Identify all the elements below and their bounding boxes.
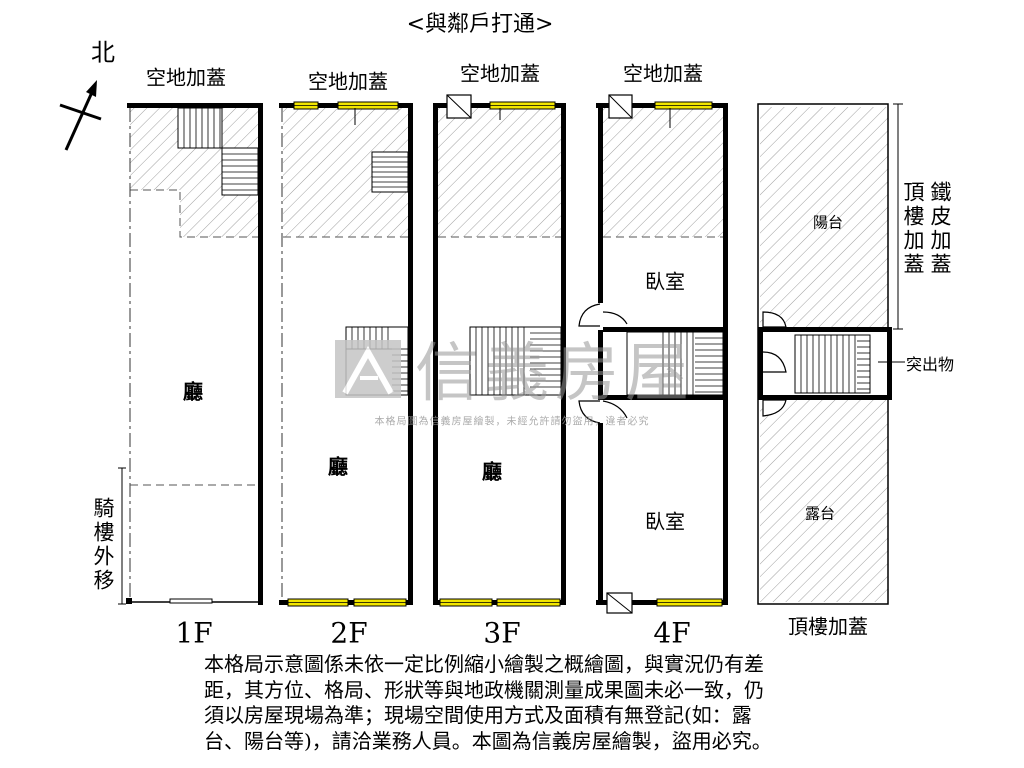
window-icon — [656, 598, 723, 607]
wall — [758, 395, 892, 400]
disclaimer-line: 台、陽台等)，請洽業務人員。本圖為信義房屋繪製，盜用必究。 — [204, 728, 772, 753]
window-icon — [654, 101, 713, 110]
disclaimer-text: 本格局示意圖係未依一定比例縮小繪製之概繪圖，與實況仍有差 距，其方位、格局、形狀… — [204, 652, 844, 754]
wall — [723, 103, 728, 605]
wall — [603, 395, 728, 400]
wall — [598, 103, 603, 303]
stairs-icon — [469, 326, 562, 396]
stairs-icon — [177, 107, 223, 149]
wall — [758, 332, 763, 395]
wall — [408, 103, 413, 605]
floor-2f-top-area-label: 空地加蓋 — [308, 69, 388, 94]
roof-balcony-label: 陽台 — [812, 213, 844, 232]
floor-4f-plan — [578, 94, 728, 614]
hatched-addition-area — [130, 107, 260, 237]
north-arrow-icon — [59, 80, 102, 151]
window-icon — [353, 598, 407, 607]
disclaimer-line: 須以房屋現場為準；現場空間使用方式及面積有無登記(如：露 — [204, 703, 752, 727]
window-icon — [293, 101, 319, 110]
wall — [433, 103, 438, 605]
floor-1f-room-label: 廳 — [183, 379, 203, 404]
vent-box-icon — [446, 94, 472, 119]
hatched-balcony-area — [760, 107, 888, 327]
disclaimer-line: 距，其方位、格局、形狀等與地政機關測量成果圖未必一致，仍 — [204, 677, 764, 702]
vent-box-icon — [606, 592, 633, 614]
floor-3f-room-label: 廳 — [482, 459, 502, 484]
roof-plan — [757, 103, 905, 605]
door-swing-icon — [762, 311, 787, 417]
window-icon — [287, 598, 349, 607]
wall — [758, 327, 892, 332]
floor-4f-bedroom-label: 臥室 — [645, 509, 685, 534]
entrance-door — [169, 598, 213, 604]
floor-4f-caption: 4F — [653, 616, 691, 650]
dimension-line — [118, 467, 132, 605]
roof-terrace-label: 露台 — [804, 504, 836, 523]
wall — [561, 103, 566, 605]
window-icon — [337, 101, 399, 110]
floor-3f-plan — [433, 94, 566, 607]
wall — [598, 423, 603, 605]
wall — [887, 327, 892, 400]
floor-2f-room-label: 廳 — [328, 454, 348, 479]
floor-2f-caption: 2F — [330, 616, 368, 650]
floor-4f-bedroom-label: 臥室 — [645, 269, 685, 294]
floor-3f-top-area-label: 空地加蓋 — [460, 61, 540, 86]
plan-title: <與鄰戶打通> — [406, 12, 554, 37]
dimension-line — [893, 103, 903, 330]
stairs-icon — [221, 147, 259, 196]
floor-4f-top-area-label: 空地加蓋 — [623, 61, 703, 86]
floor-1f-caption: 1F — [175, 616, 213, 650]
window-icon — [489, 101, 556, 110]
floor-3f-caption: 3F — [483, 616, 521, 650]
hatched-addition-area — [438, 107, 561, 237]
brand-logo-icon — [335, 340, 401, 398]
wall — [258, 103, 263, 605]
disclaimer-line: 本格局示意圖係未依一定比例縮小繪製之概繪圖，與實況仍有差 — [204, 652, 764, 676]
watermark-notice: 本格局圖為信義房屋繪製，未經允許請勿盜用，違者必究 — [374, 416, 650, 428]
vent-box-icon — [608, 94, 633, 119]
window-icon — [439, 598, 493, 607]
north-label: 北 — [91, 38, 115, 67]
wall — [127, 103, 263, 108]
iron-sheet-addition-vertical-label: 鐵皮加蓋 — [928, 181, 952, 277]
hatched-terrace-area — [760, 400, 888, 602]
arcade-extension-label: 騎樓外移 — [91, 497, 115, 593]
window-icon — [496, 598, 561, 607]
rooftop-addition-vertical-label: 頂樓加蓋 — [901, 181, 925, 277]
wall — [598, 330, 603, 400]
roof-caption: 頂樓加蓋 — [788, 614, 868, 639]
hatched-addition-area — [603, 107, 723, 237]
roof-protrusion-label: 突出物 — [905, 355, 955, 374]
floor-1f-top-area-label: 空地加蓋 — [146, 65, 226, 90]
door-swing-icon — [578, 303, 628, 424]
stairs-treads — [177, 108, 870, 395]
stairs-icon — [794, 334, 871, 394]
wall — [603, 327, 728, 332]
watermark-brand: 信義房屋 — [415, 337, 695, 411]
